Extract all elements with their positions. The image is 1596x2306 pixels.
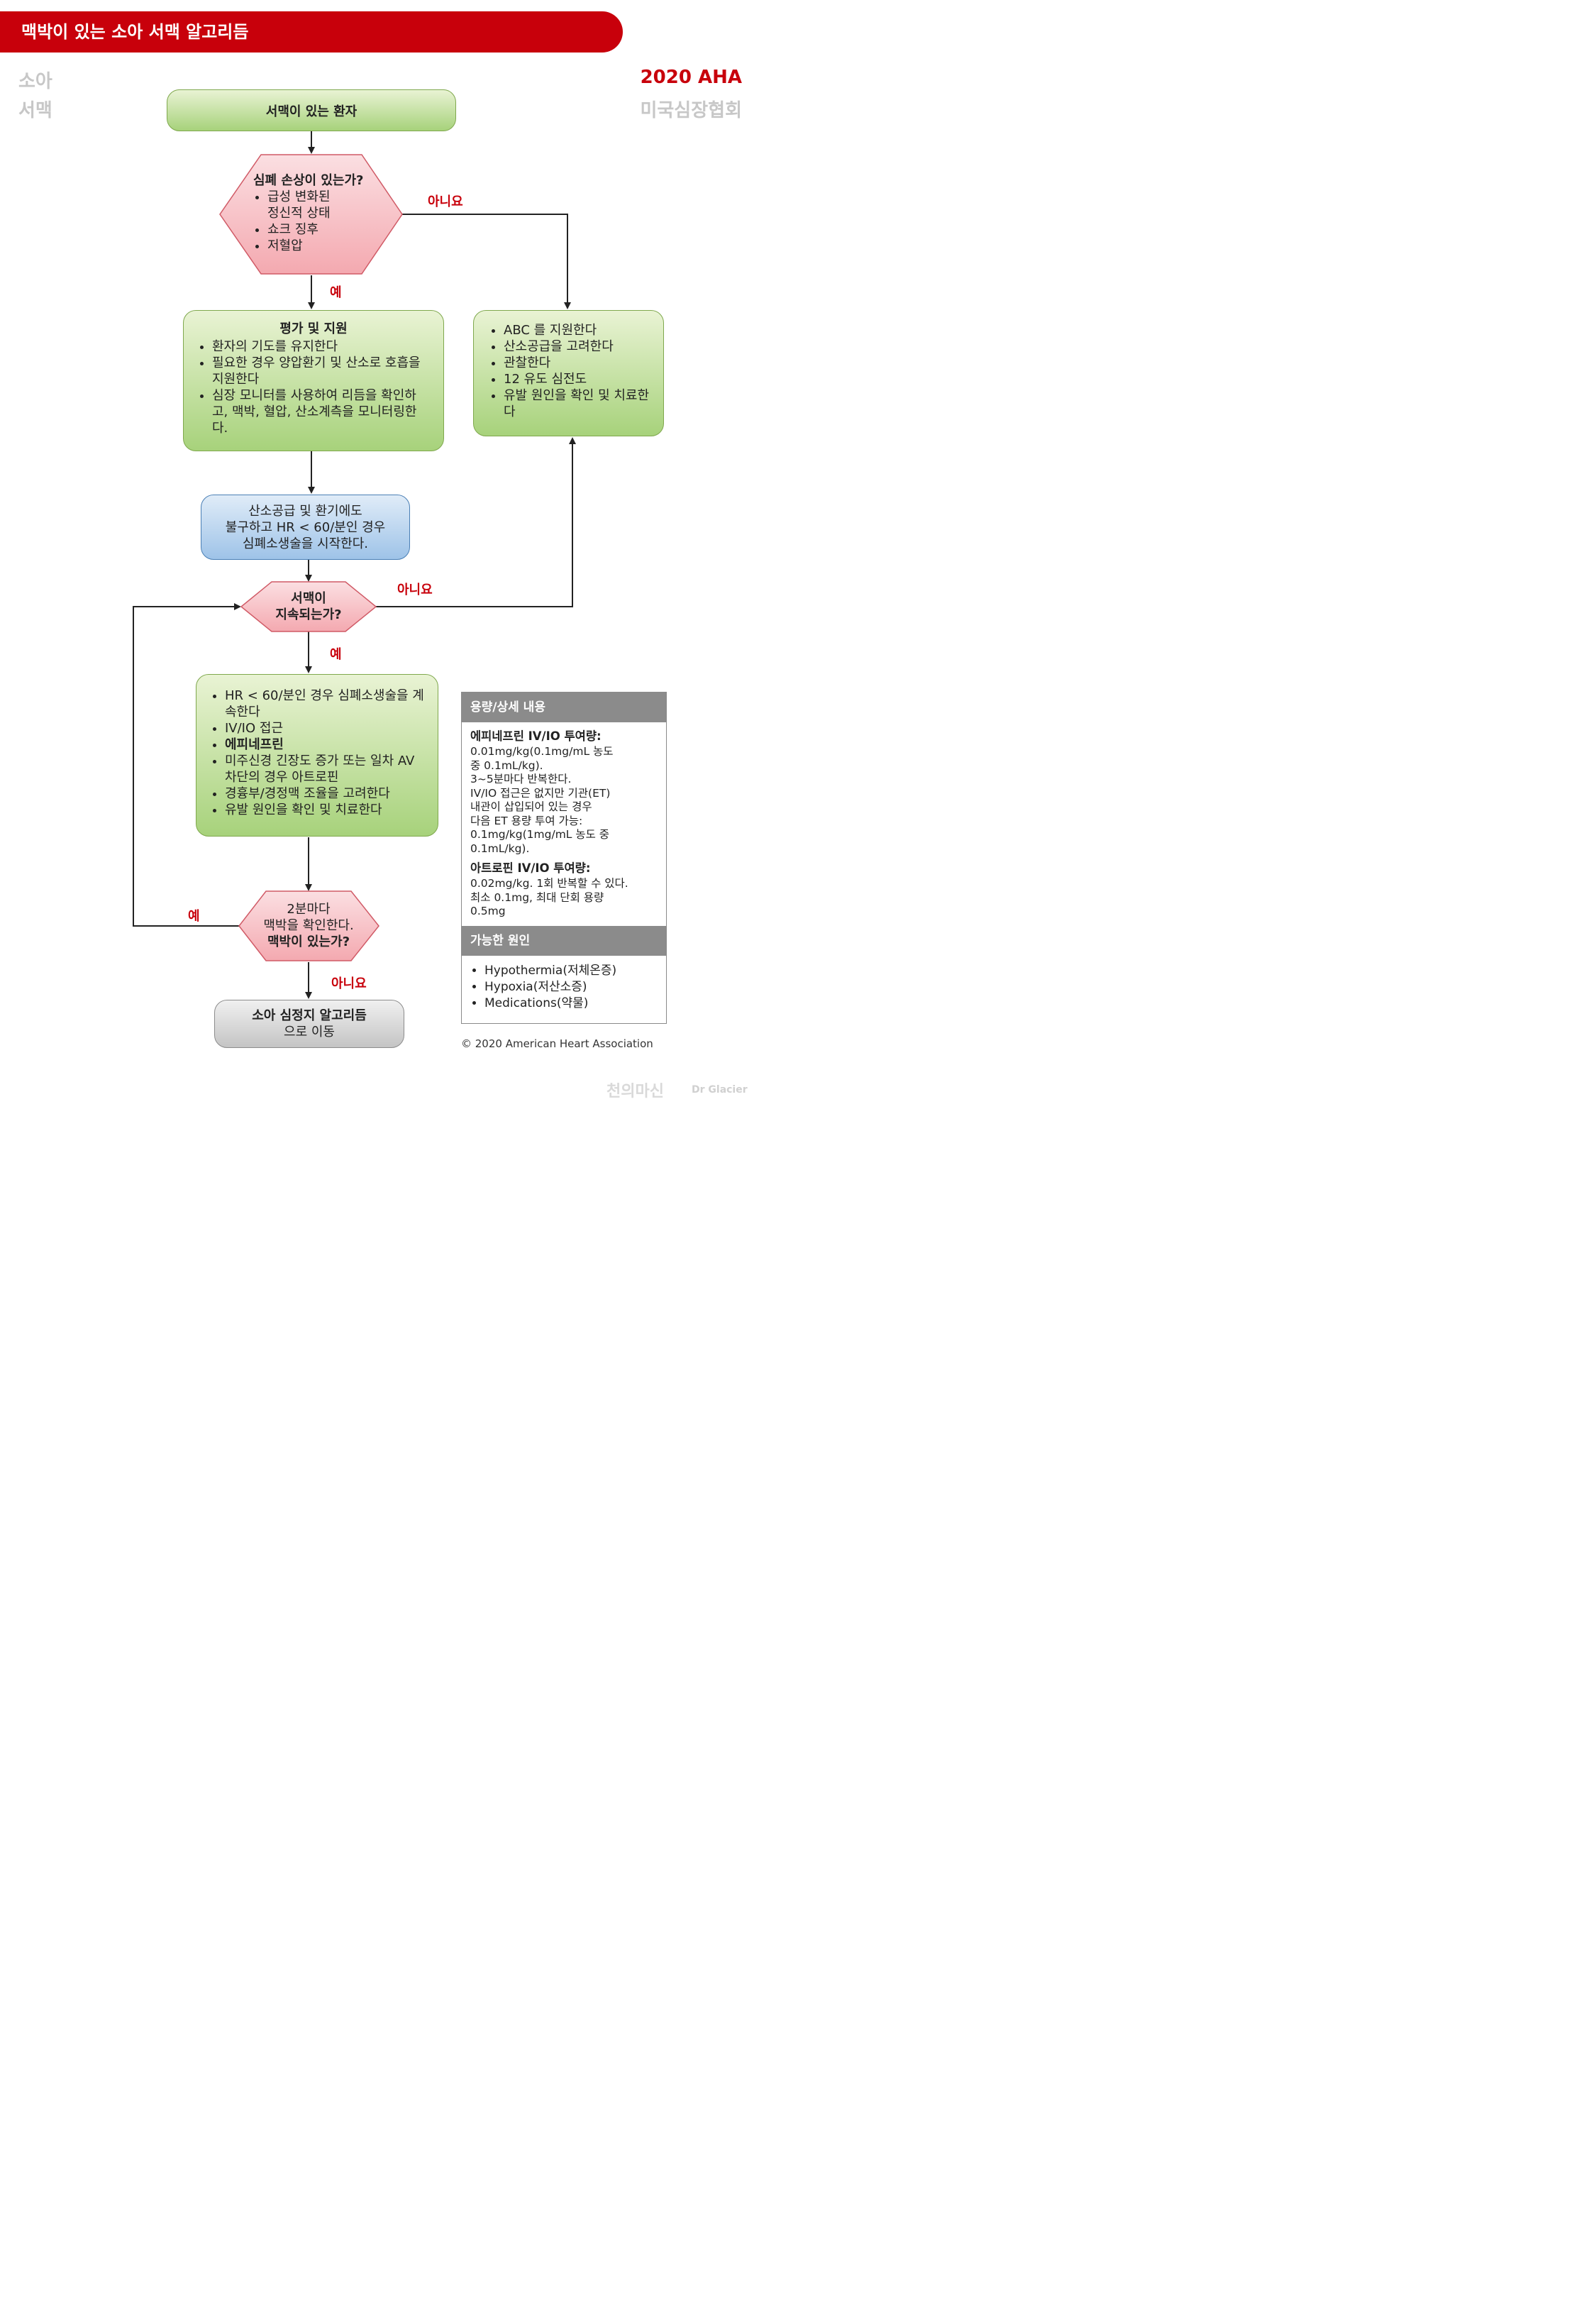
dosage-line: 0.5mg: [470, 905, 506, 917]
decision3-text: 2분마다 맥박을 확인한다. 맥박이 있는가?: [248, 901, 369, 950]
end-line: 소아 심정지 알고리듬: [252, 1008, 367, 1023]
causes-header: 가능한 원인: [462, 925, 666, 956]
decision3-line: 맥박이 있는가?: [267, 934, 350, 949]
decision1-text: 심폐 손상이 있는가? 급성 변화된 정신적 상태 쇼크 징후 저혈압: [253, 172, 388, 254]
end-box: 소아 심정지 알고리듬 으로 이동: [214, 1000, 404, 1048]
decision1-item: 쇼크 징후: [267, 221, 388, 238]
dosage-line: 0.01mg/kg(0.1mg/mL 농도: [470, 745, 614, 758]
cpr-box: 산소공급 및 환기에도 불구하고 HR < 60/분인 경우 심폐소생술을 시작…: [201, 495, 410, 560]
decision1-list: 급성 변화된 정신적 상태 쇼크 징후 저혈압: [253, 189, 388, 254]
treatment-item: 미주신경 긴장도 증가 또는 일차 AV 차단의 경우 아트로핀: [225, 753, 426, 785]
end-line: 으로 이동: [284, 1025, 335, 1039]
assess-title: 평가 및 지원: [279, 321, 348, 336]
atropine-title: 아트로핀 IV/IO 투여량:: [470, 861, 591, 875]
start-label: 서맥이 있는 환자: [265, 104, 358, 119]
cause-item: Hypoxia(저산소증): [484, 979, 658, 995]
treatment-item: HR < 60/분인 경우 심폐소생술을 계속한다: [225, 688, 426, 720]
treatment-item: 에피네프린: [225, 737, 426, 753]
treatment-box: HR < 60/분인 경우 심폐소생술을 계속한다 IV/IO 접근 에피네프린…: [196, 674, 438, 837]
dosage-line: IV/IO 접근은 없지만 기관(ET): [470, 786, 611, 800]
side-label-right-1: 2020 AHA: [640, 67, 742, 88]
label-no-3: 아니요: [331, 976, 367, 991]
assess-item: 환자의 기도를 유지한다: [212, 338, 429, 355]
support-list: ABC 를 지원한다 산소공급을 고려한다 관찰한다 12 유도 심전도 유발 …: [489, 322, 650, 420]
decision1-shape: [219, 154, 403, 275]
decision2-line: 서맥이: [291, 591, 326, 606]
treatment-item: IV/IO 접근: [225, 720, 426, 737]
watermark-kr: 천의마신: [606, 1083, 664, 1100]
treatment-item: 유발 원인을 확인 및 치료한다: [225, 802, 426, 818]
label-yes-3: 예: [188, 909, 200, 924]
page-title: 맥박이 있는 소아 서맥 알고리듬: [21, 22, 249, 42]
arrow-decision3-loop-back: [133, 603, 241, 927]
treatment-item: 경흉부/경정맥 조율을 고려한다: [225, 785, 426, 802]
arrow-decision1-to-support: [402, 214, 571, 309]
dosage-line: 0.1mL/kg).: [470, 842, 530, 855]
dosage-panel: 용량/상세 내용 에피네프린 IV/IO 투여량: 0.01mg/kg(0.1m…: [461, 692, 667, 1024]
dosage-line: 3~5분마다 반복한다.: [470, 773, 572, 785]
cause-item: Medications(약물): [484, 995, 658, 1012]
decision3-line: 맥박을 확인한다.: [263, 918, 354, 933]
dosage-line: 내관이 삽입되어 있는 경우: [470, 800, 592, 813]
decision1-item: 저혈압: [267, 238, 388, 254]
cpr-line: 산소공급 및 환기에도: [248, 503, 362, 519]
dosage-line: 최소 0.1mg, 최대 단회 용량: [470, 890, 604, 904]
dosage-line: 중 0.1mL/kg).: [470, 758, 543, 772]
decision3-shape: [238, 890, 379, 961]
decision3-line: 2분마다: [287, 902, 331, 917]
support-item: ABC 를 지원한다: [504, 322, 650, 338]
dosage-header: 용량/상세 내용: [462, 693, 666, 722]
cause-item: Hypothermia(저체온증): [484, 963, 658, 979]
side-label-left-1: 소아: [18, 71, 52, 92]
assess-item: 심장 모니터를 사용하여 리듬을 확인하고, 맥박, 혈압, 산소계측을 모니터…: [212, 387, 429, 436]
side-label-right-2: 미국심장협회: [640, 100, 742, 121]
dosage-line: 다음 ET 용량 투여 가능:: [470, 814, 583, 827]
support-item: 12 유도 심전도: [504, 371, 650, 387]
causes-list: Hypothermia(저체온증) Hypoxia(저산소증) Medicati…: [462, 956, 666, 1012]
start-box: 서맥이 있는 환자: [167, 89, 456, 131]
label-no-2: 아니요: [397, 583, 433, 597]
support-item: 산소공급을 고려한다: [504, 338, 650, 355]
assess-box: 평가 및 지원 환자의 기도를 유지한다 필요한 경우 양압환기 및 산소로 호…: [183, 310, 444, 451]
watermark-en: Dr Glacier: [692, 1084, 748, 1096]
copyright: © 2020 American Heart Association: [461, 1037, 653, 1050]
side-label-left-2: 서맥: [18, 100, 52, 121]
dosage-line: 0.1mg/kg(1mg/mL 농도 중: [470, 828, 610, 841]
label-yes-2: 예: [330, 647, 342, 662]
decision2-shape: [240, 581, 377, 632]
decision1-item: 급성 변화된 정신적 상태: [267, 189, 345, 221]
support-item: 유발 원인을 확인 및 치료한다: [504, 387, 650, 420]
support-box: ABC 를 지원한다 산소공급을 고려한다 관찰한다 12 유도 심전도 유발 …: [473, 310, 664, 436]
decision2-text: 서맥이 지속되는가?: [252, 590, 365, 623]
decision1-title: 심폐 손상이 있는가?: [253, 173, 364, 188]
decision2-line: 지속되는가?: [275, 607, 342, 622]
cpr-line: 불구하고 HR < 60/분인 경우: [225, 519, 386, 535]
label-no-1: 아니요: [428, 194, 463, 209]
title-banner: 맥박이 있는 소아 서맥 알고리듬: [0, 11, 623, 53]
assess-item: 필요한 경우 양압환기 및 산소로 호흡을 지원한다: [212, 355, 429, 387]
epinephrine-title: 에피네프린 IV/IO 투여량:: [470, 729, 602, 743]
cpr-line: 심폐소생술을 시작한다.: [242, 536, 369, 551]
arrow-decision2-to-support: [376, 437, 576, 607]
assess-list: 환자의 기도를 유지한다 필요한 경우 양압환기 및 산소로 호흡을 지원한다 …: [198, 338, 429, 436]
dosage-line: 0.02mg/kg. 1회 반복할 수 있다.: [470, 877, 628, 890]
label-yes-1: 예: [330, 285, 342, 300]
epinephrine-section: 에피네프린 IV/IO 투여량: 0.01mg/kg(0.1mg/mL 농도 중…: [462, 722, 666, 925]
treatment-list: HR < 60/분인 경우 심폐소생술을 계속한다 IV/IO 접근 에피네프린…: [211, 688, 426, 818]
support-item: 관찰한다: [504, 355, 650, 371]
flow-connectors: [133, 131, 576, 999]
